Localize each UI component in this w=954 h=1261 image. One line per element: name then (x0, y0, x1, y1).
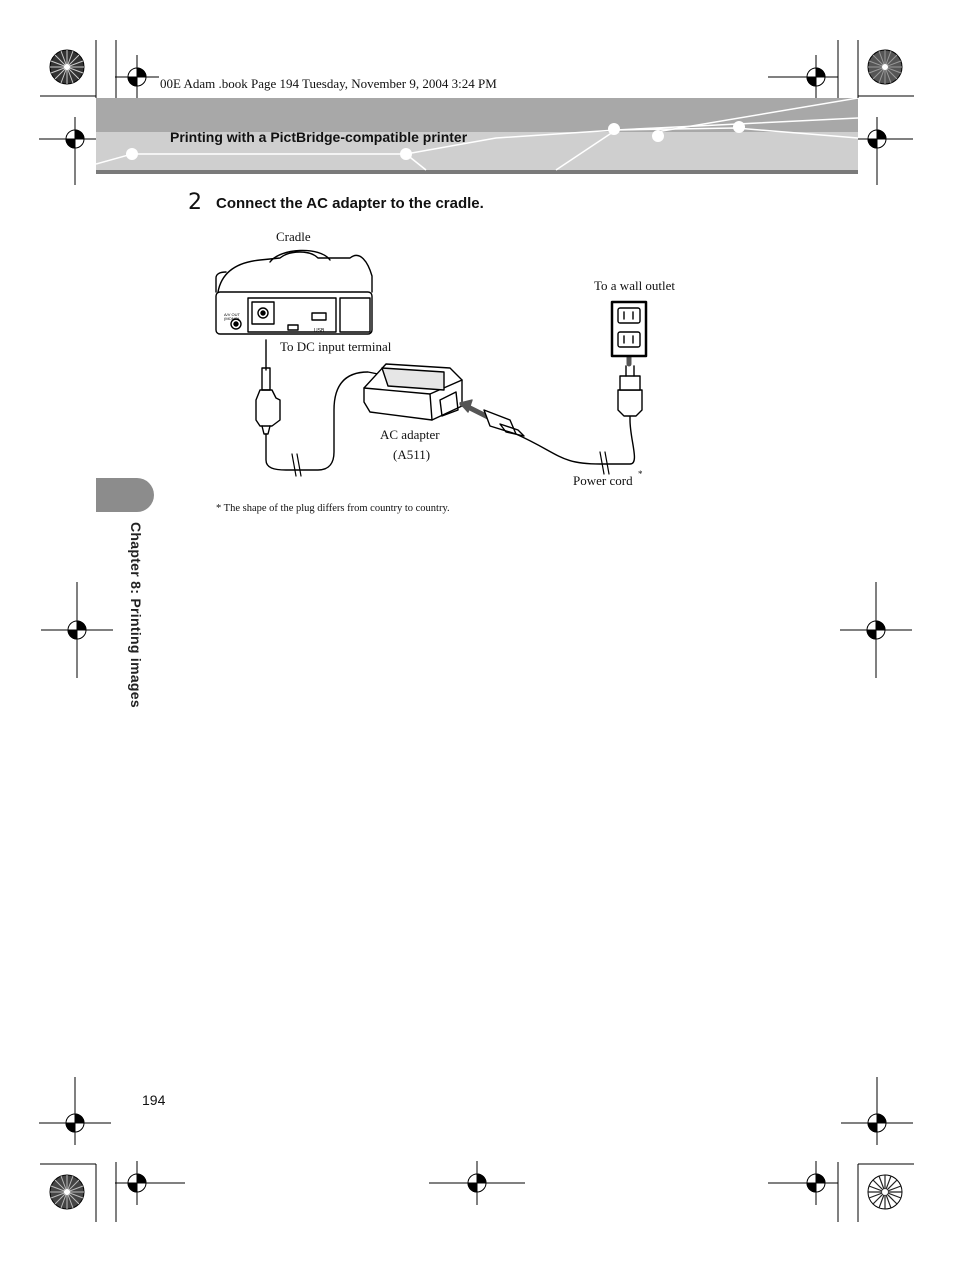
usb-marking: USB (314, 328, 325, 334)
page-number: 194 (142, 1092, 166, 1108)
power-cord-asterisk: * (638, 469, 643, 479)
chapter-label: Chapter 8: Printing images (128, 522, 144, 708)
footnote: * The shape of the plug differs from cou… (216, 503, 450, 514)
ac-adapter-label: AC adapter (380, 427, 440, 442)
av-out-marking: A/V OUT (224, 312, 241, 317)
cradle-label: Cradle (276, 229, 311, 244)
header-band (96, 98, 858, 174)
step-number: 2 (188, 190, 202, 215)
connection-illustration: A/V OUT (MONO) USB (215, 249, 648, 477)
power-cord-label: Power cord (573, 473, 633, 488)
mono-marking: (MONO) (224, 316, 240, 321)
dc-input-label: To DC input terminal (280, 339, 392, 354)
ac-adapter-model-label: (A511) (393, 447, 431, 462)
step-instruction: Connect the AC adapter to the cradle. (216, 195, 484, 212)
section-title: Printing with a PictBridge-compatible pr… (170, 129, 468, 145)
wall-outlet-label: To a wall outlet (594, 278, 676, 293)
chapter-tab (96, 478, 154, 512)
print-info: 00E Adam .book Page 194 Tuesday, Novembe… (160, 76, 497, 91)
